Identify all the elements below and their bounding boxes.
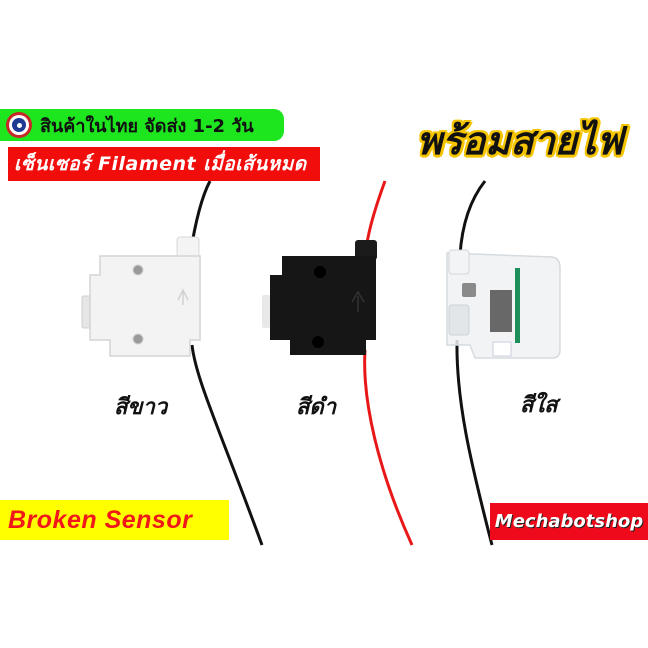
black-sensor-image [262, 180, 414, 546]
with-cable-text: พร้อมสายไฟ [416, 118, 624, 163]
shipping-text: สินค้าในไทย จัดส่ง 1-2 วัน [40, 115, 254, 137]
broken-sensor-text: Broken Sensor [8, 505, 193, 534]
thai-flag-roundel-icon [6, 112, 32, 138]
product-title-text: เซ็นเซอร์ Filament เมื่อเส้นหมด [14, 153, 307, 175]
shop-logo-badge: Mechabotshop [490, 503, 648, 540]
clear-sensor-image [446, 180, 561, 546]
white-sensor-image [81, 180, 264, 546]
white-color-label: สีขาว [114, 395, 168, 420]
clear-color-label: สีใส [520, 393, 558, 418]
with-cable-headline: พร้อมสายไฟ [398, 112, 642, 168]
black-color-label: สีดำ [296, 395, 337, 420]
broken-sensor-badge: Broken Sensor [0, 500, 229, 540]
shop-name-text: Mechabotshop [494, 511, 644, 532]
shipping-badge: สินค้าในไทย จัดส่ง 1-2 วัน [0, 109, 284, 141]
product-title-badge: เซ็นเซอร์ Filament เมื่อเส้นหมด [8, 147, 320, 181]
